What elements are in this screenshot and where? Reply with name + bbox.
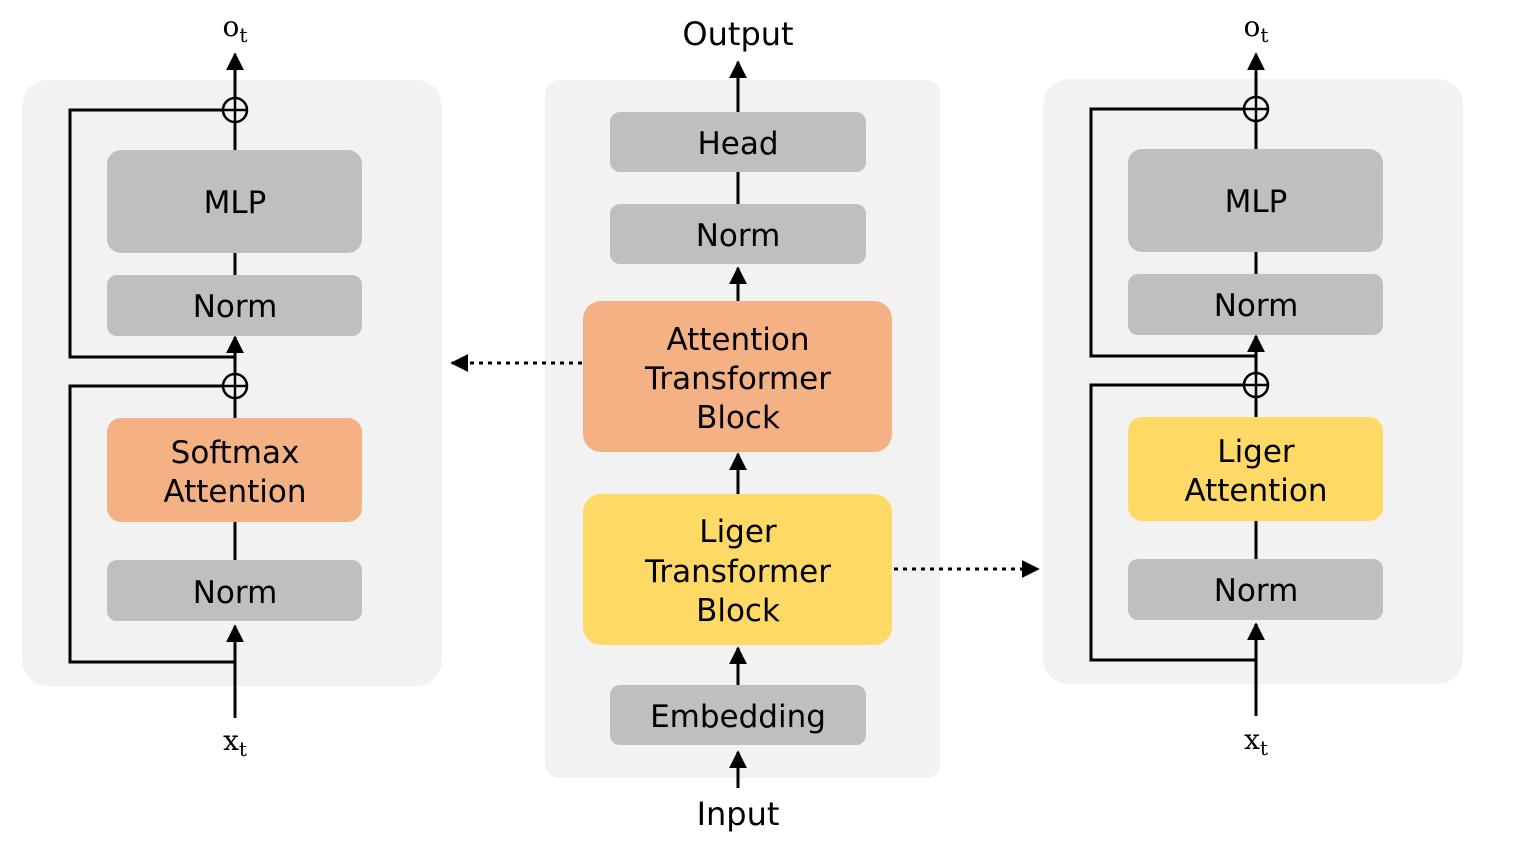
center-norm-box: [610, 204, 866, 264]
center-liger-label-line2: Transformer: [644, 554, 831, 590]
center-attention-label-line2: Transformer: [644, 361, 831, 397]
center-norm-label: Norm: [696, 218, 781, 254]
center-attention-label-line3: Block: [696, 400, 780, 436]
center-attention-transformer-block: [583, 301, 892, 452]
left-attention-label-line2: Attention: [163, 474, 306, 510]
right-output-variable: ot: [1244, 10, 1269, 47]
left-norm-bottom-label: Norm: [193, 575, 278, 611]
right-add-node-1: [1242, 371, 1270, 399]
center-embedding-label: Embedding: [650, 699, 826, 735]
center-head-box: [610, 112, 866, 172]
left-add-node-1: [221, 372, 249, 400]
right-residual-1: [1089, 383, 1256, 662]
center-liger-label-line3: Block: [696, 593, 780, 629]
right-add-node-2: [1242, 95, 1270, 123]
left-mlp-label: MLP: [204, 185, 267, 221]
right-attention-label-line1: Liger: [1217, 434, 1295, 470]
center-liger-label-line1: Liger: [699, 514, 777, 550]
left-attention-label-line1: Softmax: [171, 435, 300, 471]
right-norm-bottom-label: Norm: [1214, 573, 1299, 609]
left-norm-top-box: [107, 275, 362, 336]
right-norm-top-box: [1128, 274, 1383, 335]
left-norm-top-label: Norm: [193, 289, 278, 325]
right-liger-attention-box: [1128, 417, 1383, 521]
left-softmax-attention-box: [107, 418, 362, 522]
right-attention-label-line2: Attention: [1184, 473, 1327, 509]
right-mlp-box: [1128, 149, 1383, 252]
right-norm-bottom-box: [1128, 559, 1383, 620]
left-input-variable: xt: [223, 724, 247, 761]
left-residual-2: [68, 108, 235, 359]
center-liger-transformer-block: [583, 494, 892, 645]
center-embedding-box: [610, 685, 866, 745]
center-input-label: Input: [697, 795, 780, 833]
right-residual-2: [1089, 107, 1256, 358]
left-mlp-box: [107, 150, 362, 253]
right-norm-top-label: Norm: [1214, 288, 1299, 324]
right-input-variable: xt: [1244, 723, 1268, 760]
left-residual-1: [68, 384, 235, 664]
left-output-variable: ot: [223, 10, 248, 47]
center-output-label: Output: [682, 15, 793, 53]
right-panel: Norm Liger Attention Norm MLP xt ot: [1043, 10, 1463, 760]
left-panel: Norm Softmax Attention Norm MLP xt ot: [22, 10, 442, 761]
center-panel: Embedding Liger Transformer Block Attent…: [545, 15, 940, 833]
left-add-node-2: [221, 96, 249, 124]
center-head-label: Head: [697, 126, 778, 162]
center-attention-label-line1: Attention: [666, 322, 809, 358]
right-mlp-label: MLP: [1225, 184, 1288, 220]
left-norm-bottom-box: [107, 560, 362, 621]
